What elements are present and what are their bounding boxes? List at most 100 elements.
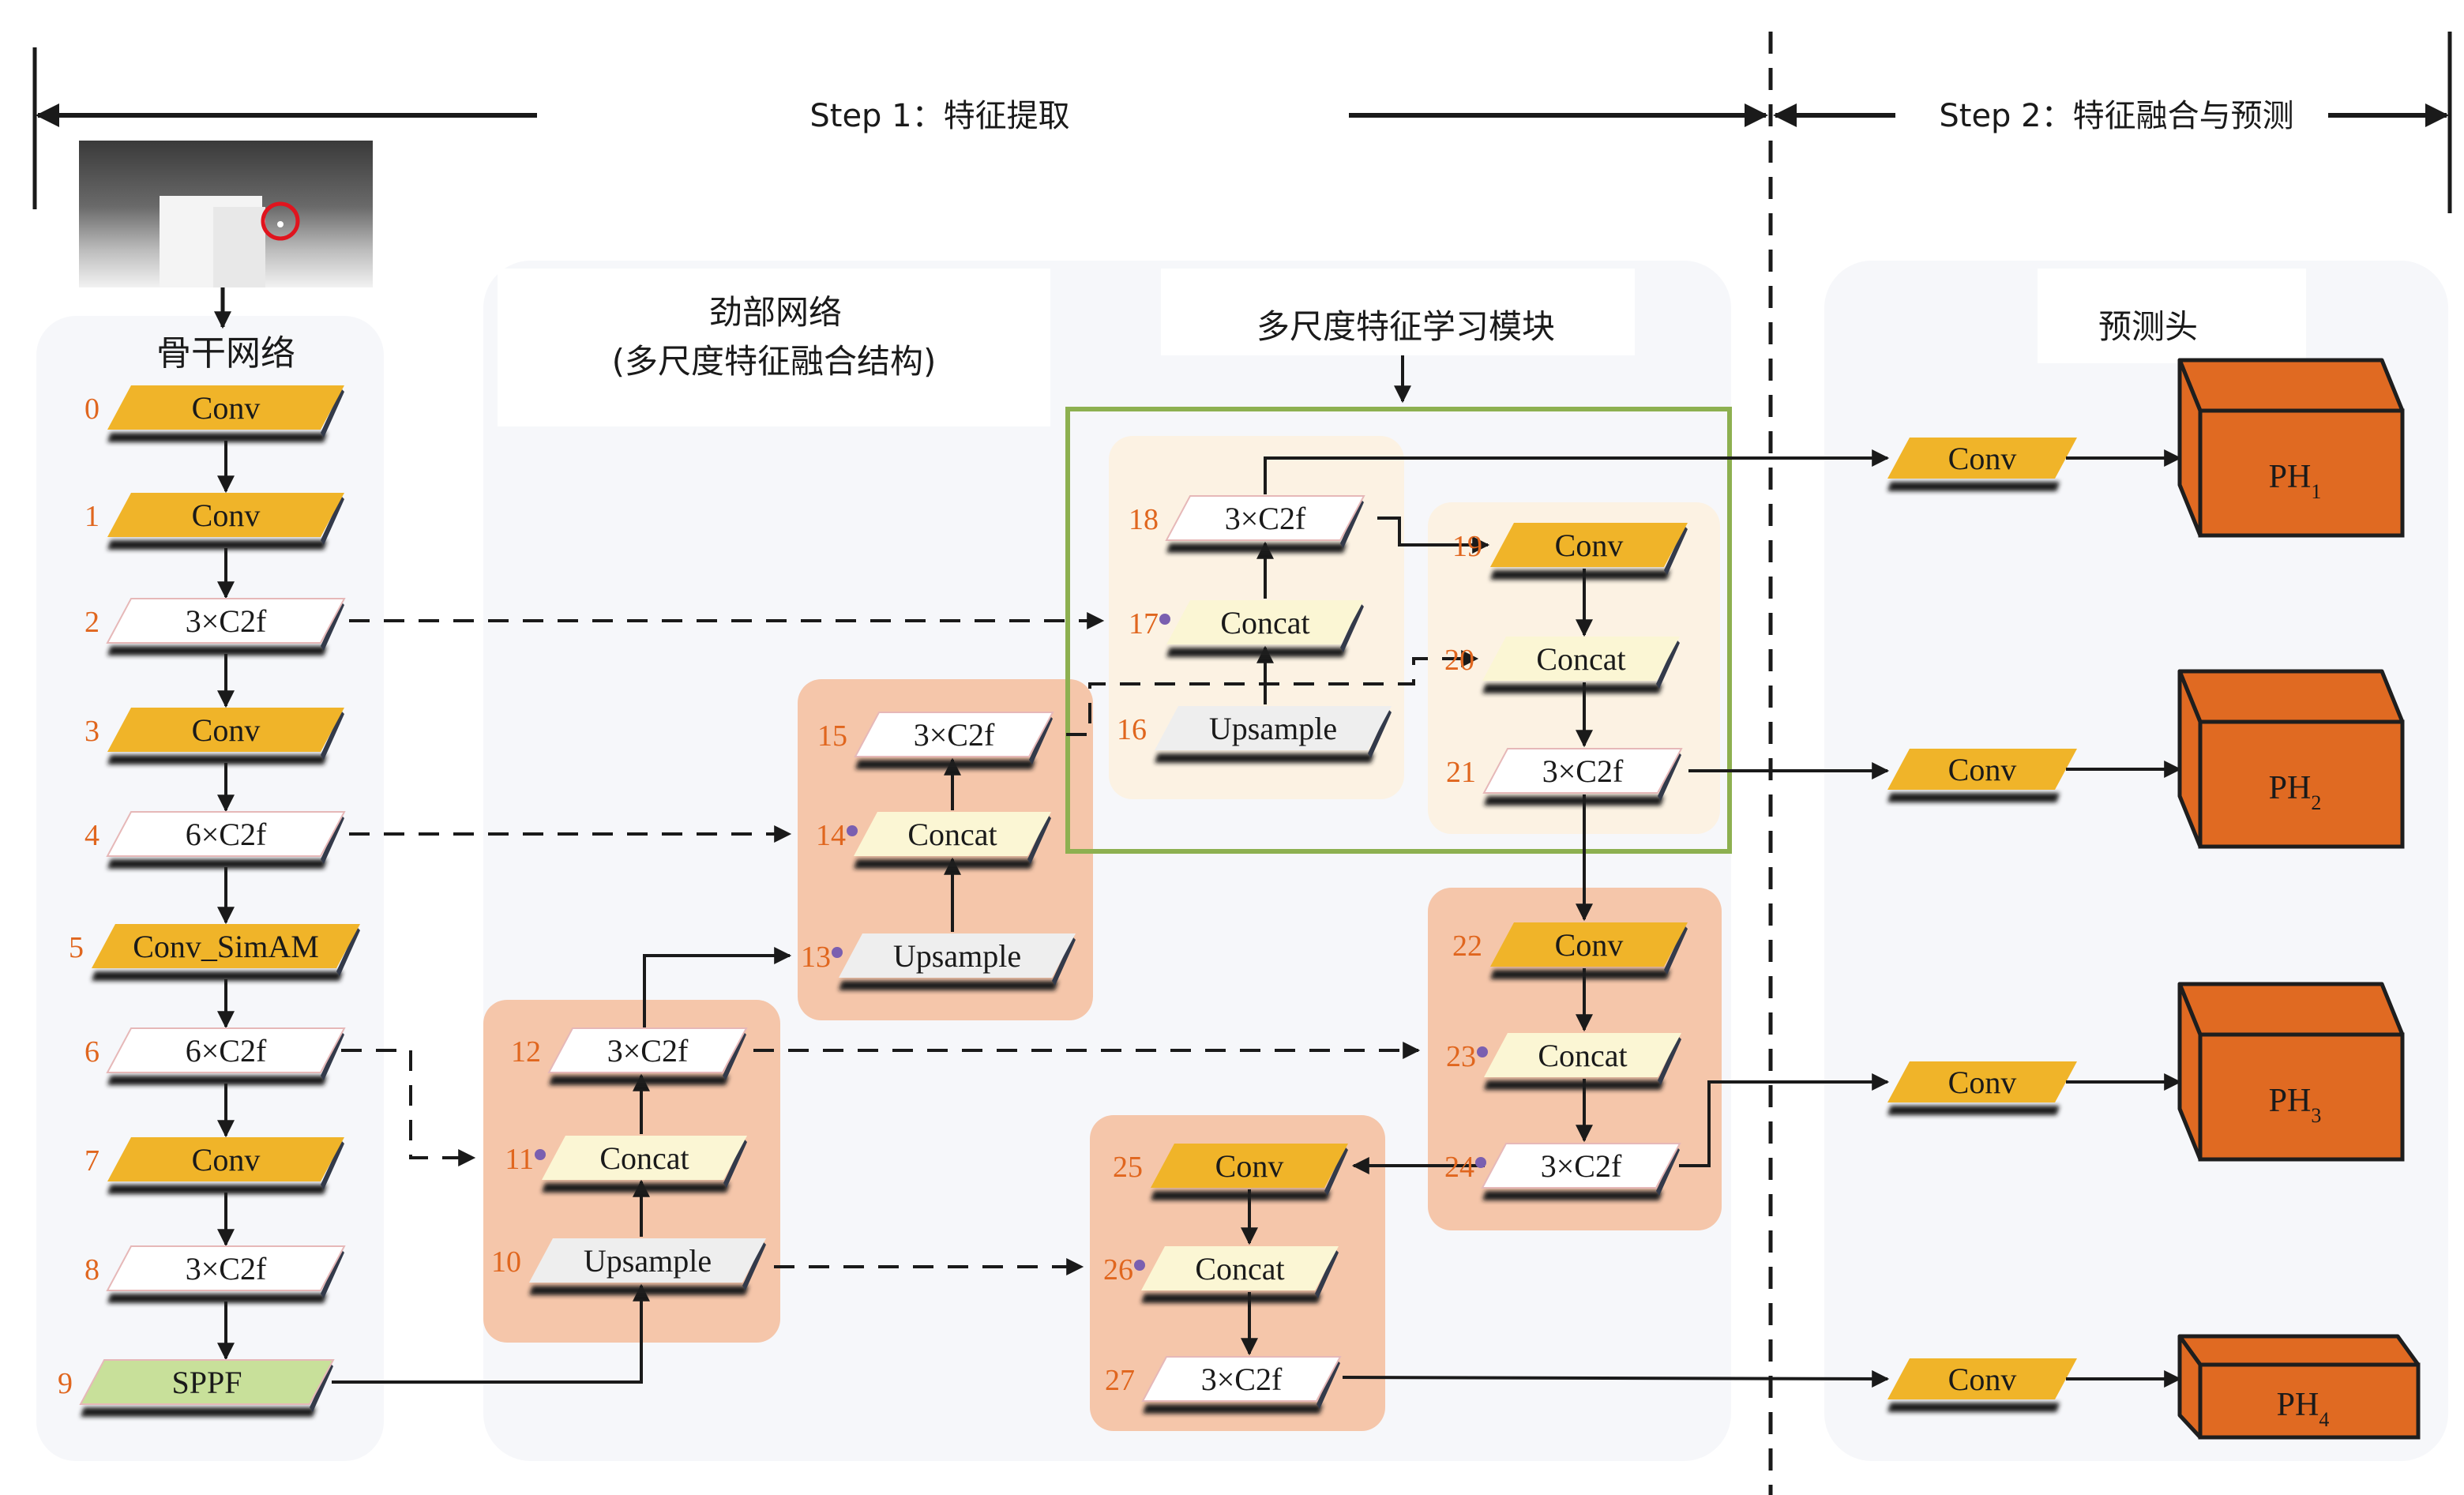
node-body [1166,600,1364,644]
node-shadow [107,859,327,869]
node-body [106,1027,346,1073]
node-17-concat[interactable]: Concat 17 [1129,600,1364,657]
node-index: 5 [69,931,84,964]
node-body [107,493,344,537]
node-label: 3×C2f [1225,501,1306,536]
edge-12-13 [643,947,792,1028]
node-shadow [1155,753,1374,763]
node-label: Conv [192,712,261,748]
head-conv-body [1887,438,2077,479]
node-shadow [1482,684,1662,693]
node-body [107,385,344,430]
node-side [1052,937,1076,986]
node-index: 26 [1103,1253,1133,1287]
node-index: 6 [85,1035,100,1069]
node-label: Conv [192,390,261,426]
node-index: 10 [491,1245,521,1279]
node-body [1155,706,1392,750]
node-body [79,1359,335,1405]
node-index: 11 [505,1143,534,1176]
node-6-c2f[interactable]: 6×C2f 6 [85,1027,346,1085]
node-side [310,1363,333,1412]
head-title-backdrop [2038,269,2306,363]
node-label: Concat [907,817,997,852]
node-shadow [92,971,343,981]
node-label: Conv [1215,1148,1284,1184]
node-body [106,811,346,857]
node-index: 25 [1113,1151,1143,1184]
node-body [854,812,1051,856]
node-shadow [107,646,327,655]
node-side [1324,1147,1348,1196]
node-side [1664,926,1688,975]
node-label: Conv [192,1142,261,1178]
node-5-conv[interactable]: Conv_SimAM 5 [69,924,360,981]
node-label: 3×C2f [186,603,267,639]
step1-label: Step 1：特征提取 [809,98,1069,134]
head-conv-label: Conv [1948,1362,2017,1397]
node-shadow [1887,482,2060,491]
node-side [1368,709,1392,758]
node-shadow [107,1185,327,1194]
node-body [106,1245,346,1291]
node-label: 3×C2f [914,717,995,753]
node-label: Conv [1555,927,1624,963]
node-shadow [1484,1080,1664,1090]
node-shadow [107,433,327,442]
node-body [1165,495,1365,541]
node-index: 12 [511,1035,541,1069]
node-body [92,924,360,968]
node-label: Concat [1220,605,1309,640]
node-side [1340,603,1364,652]
node-side [1664,526,1688,575]
node-index: 17 [1129,607,1159,640]
node-shadow [1484,796,1664,806]
node-side [321,389,344,438]
node-index: 4 [85,819,100,852]
node-15-c2f[interactable]: 3×C2f 15 [817,712,1054,769]
node-shadow [1143,1404,1323,1414]
node-side [742,1241,766,1290]
node-label: Conv [1555,528,1624,563]
node-25-conv[interactable]: Conv 25 [1113,1144,1348,1200]
node-index: 15 [817,719,847,753]
node-shadow [529,1286,749,1295]
node-shadow [1482,1191,1662,1200]
node-label: 6×C2f [186,1033,267,1069]
node-index: 13 [801,941,831,974]
neck-subtitle: (多尺度特征融合结构) [612,342,937,381]
node-label: Conv [192,498,261,533]
step2-label: Step 2：特征融合与预测 [1939,98,2293,134]
node-label: Conv_SimAM [133,929,319,964]
ph-label: PH4 [2277,1387,2330,1431]
node-label: Concat [1538,1038,1627,1073]
